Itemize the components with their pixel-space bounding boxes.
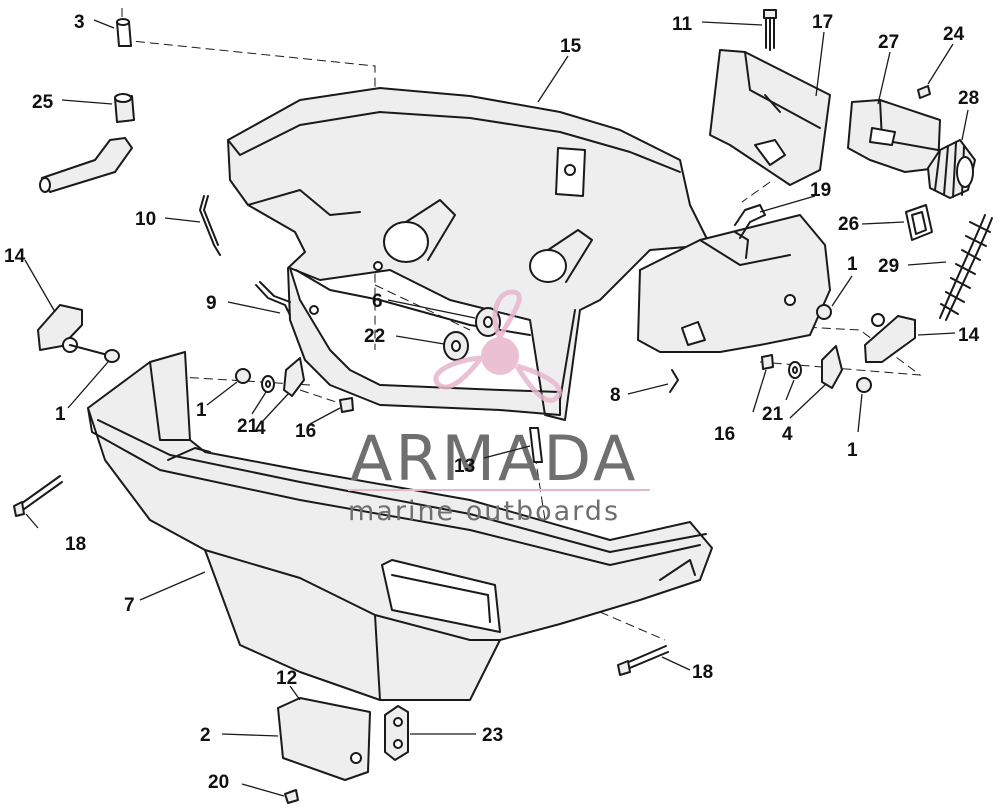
- callout-8: 8: [610, 385, 621, 406]
- callout-24: 24: [943, 24, 965, 45]
- leader-lines: [24, 19, 969, 797]
- callout-28: 28: [958, 88, 979, 109]
- callout-14-right: 14: [958, 325, 980, 346]
- callout-27: 27: [878, 32, 899, 53]
- callout-labels: 3 25 10 14 9 1 1 21 4 16 18 7 15 6 22 13…: [4, 12, 980, 793]
- watermark-brand: ARMADA: [350, 422, 638, 495]
- callout-16-right: 16: [714, 424, 735, 445]
- watermark-tagline: marine outboards: [348, 496, 620, 527]
- callout-21-right: 21: [762, 404, 784, 425]
- callout-3: 3: [74, 12, 85, 33]
- part-upper-cover: [227, 87, 711, 421]
- part-bellows-boot: [927, 139, 976, 199]
- part-hardware: [13, 9, 931, 804]
- callout-18-left: 18: [65, 534, 86, 555]
- callout-22: 22: [364, 326, 385, 347]
- callout-11: 11: [672, 14, 693, 35]
- callout-20: 20: [208, 772, 229, 793]
- part-gasket: [905, 204, 933, 241]
- callout-9: 9: [206, 293, 217, 314]
- part-coil-hose: [939, 214, 993, 321]
- callout-1-c: 1: [847, 254, 858, 275]
- callout-1-d: 1: [847, 440, 858, 461]
- callout-7: 7: [124, 595, 135, 616]
- part-airbox: [847, 99, 941, 173]
- callout-13: 13: [454, 456, 475, 477]
- callout-29: 29: [878, 256, 899, 277]
- callout-4-left: 4: [255, 418, 266, 439]
- part-intake-bracket: [637, 49, 831, 353]
- part-lower-cover: [87, 351, 713, 701]
- callout-19: 19: [810, 180, 831, 201]
- callout-21-left: 21: [237, 416, 259, 437]
- callout-26: 26: [838, 214, 859, 235]
- callout-16-left: 16: [295, 421, 316, 442]
- armada-logo: [433, 289, 562, 403]
- callout-1-a: 1: [55, 404, 66, 425]
- callout-23: 23: [482, 725, 503, 746]
- callout-6: 6: [372, 291, 383, 312]
- callout-15: 15: [560, 36, 582, 57]
- callout-1-b: 1: [196, 400, 207, 421]
- callout-10: 10: [135, 209, 156, 230]
- callout-12: 12: [276, 668, 297, 689]
- callout-14-left: 14: [4, 246, 26, 267]
- callout-2: 2: [200, 725, 211, 746]
- callout-18-right: 18: [692, 662, 713, 683]
- callout-17: 17: [812, 12, 833, 33]
- callout-4-right: 4: [782, 424, 793, 445]
- callout-25: 25: [32, 92, 54, 113]
